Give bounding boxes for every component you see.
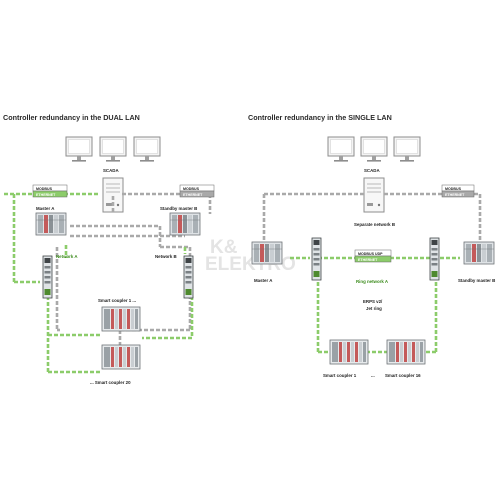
left-network-b-label: Network B — [155, 254, 177, 259]
svg-text:MODBUS: MODBUS — [183, 187, 200, 191]
right-separate-network-label: Separate network B — [354, 222, 395, 227]
monitor-icon — [133, 136, 161, 163]
right-master-a-label: Master A — [254, 278, 273, 283]
left-network-a-label: Network A — [56, 254, 78, 259]
svg-text:MODBUS: MODBUS — [36, 187, 53, 191]
standby-b-plc — [463, 241, 495, 265]
svg-text:ETHERNET: ETHERNET — [36, 193, 56, 197]
monitor-icon — [327, 136, 355, 163]
switch-icon — [429, 237, 440, 281]
smart-coupler-16 — [386, 339, 426, 365]
left-scada-label: SCADA — [103, 168, 119, 173]
right-jet-ring-label: Jet ring — [366, 306, 382, 311]
left-modbus-tag: MODBUS ETHERNET — [32, 184, 68, 198]
smart-coupler-20 — [101, 344, 141, 370]
right-modbus-tag: MODBUS ETHERNET — [441, 184, 475, 198]
right-ring-modbus-tag: MODBUS UDP ETHERNET — [354, 249, 392, 263]
right-scada-label: SCADA — [364, 168, 380, 173]
svg-text:ETHERNET: ETHERNET — [358, 258, 378, 262]
server-icon — [102, 177, 124, 213]
monitor-icon — [360, 136, 388, 163]
standby-b-plc — [169, 212, 201, 236]
switch-icon — [42, 255, 53, 299]
left-master-a-label: Master A — [36, 206, 55, 211]
switch-icon — [183, 255, 194, 299]
server-icon — [363, 177, 385, 213]
right-standby-label: Standby master B — [458, 278, 495, 283]
right-coupler-n-label: Smart coupler 16 — [385, 373, 421, 378]
left-coupler-1-label: Smart coupler 1 ... — [98, 298, 136, 303]
master-a-plc — [251, 241, 283, 265]
svg-text:ETHERNET: ETHERNET — [445, 193, 465, 197]
switch-icon — [311, 237, 322, 281]
master-a-plc — [35, 212, 67, 236]
left-modbus-tag-right: MODBUS ETHERNET — [179, 184, 215, 198]
smart-coupler-1 — [329, 339, 369, 365]
left-coupler-n-label: ... Smart coupler 20 — [90, 380, 131, 385]
left-title: Controller redundancy in the DUAL LAN — [3, 113, 140, 122]
right-ring-network-label: Ring network A — [356, 279, 389, 284]
monitor-icon — [65, 136, 93, 163]
right-title: Controller redundancy in the SINGLE LAN — [248, 113, 392, 122]
right-dots-label: ... — [371, 373, 375, 378]
monitor-icon — [99, 136, 127, 163]
watermark-text: K& — [210, 237, 238, 258]
smart-coupler-1 — [101, 306, 141, 332]
svg-text:MODBUS UDP: MODBUS UDP — [358, 252, 383, 256]
left-standby-label: Standby master B — [160, 206, 197, 211]
right-erps-label: ERPS v2/ — [363, 299, 383, 304]
monitor-icon — [393, 136, 421, 163]
svg-text:MODBUS: MODBUS — [445, 187, 462, 191]
right-coupler-1-label: Smart coupler 1 — [323, 373, 357, 378]
left-network-a-lines — [4, 192, 194, 374]
svg-text:ETHERNET: ETHERNET — [183, 193, 203, 197]
